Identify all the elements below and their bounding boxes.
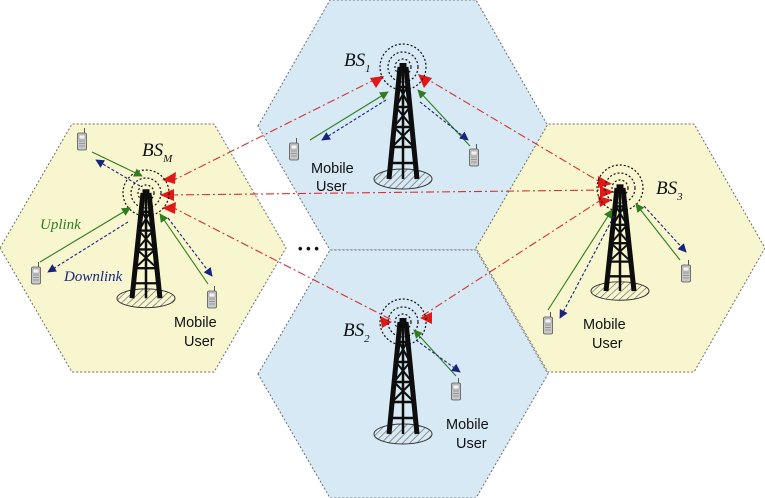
cell-bsm bbox=[0, 123, 287, 373]
uplink-label: Uplink bbox=[40, 217, 81, 233]
bs2-label: BS2 bbox=[343, 320, 370, 345]
more-cells-ellipsis: • • • bbox=[298, 241, 319, 256]
downlink-arrows bbox=[47, 99, 687, 373]
bsm-label: BSM bbox=[142, 140, 173, 165]
backhaul-arrowheads bbox=[160, 74, 614, 328]
backhaul-links bbox=[169, 75, 607, 321]
bs3-label: BS3 bbox=[656, 178, 683, 203]
bs1-label: BS1 bbox=[344, 50, 371, 75]
downlink-label: Downlink bbox=[63, 269, 123, 285]
